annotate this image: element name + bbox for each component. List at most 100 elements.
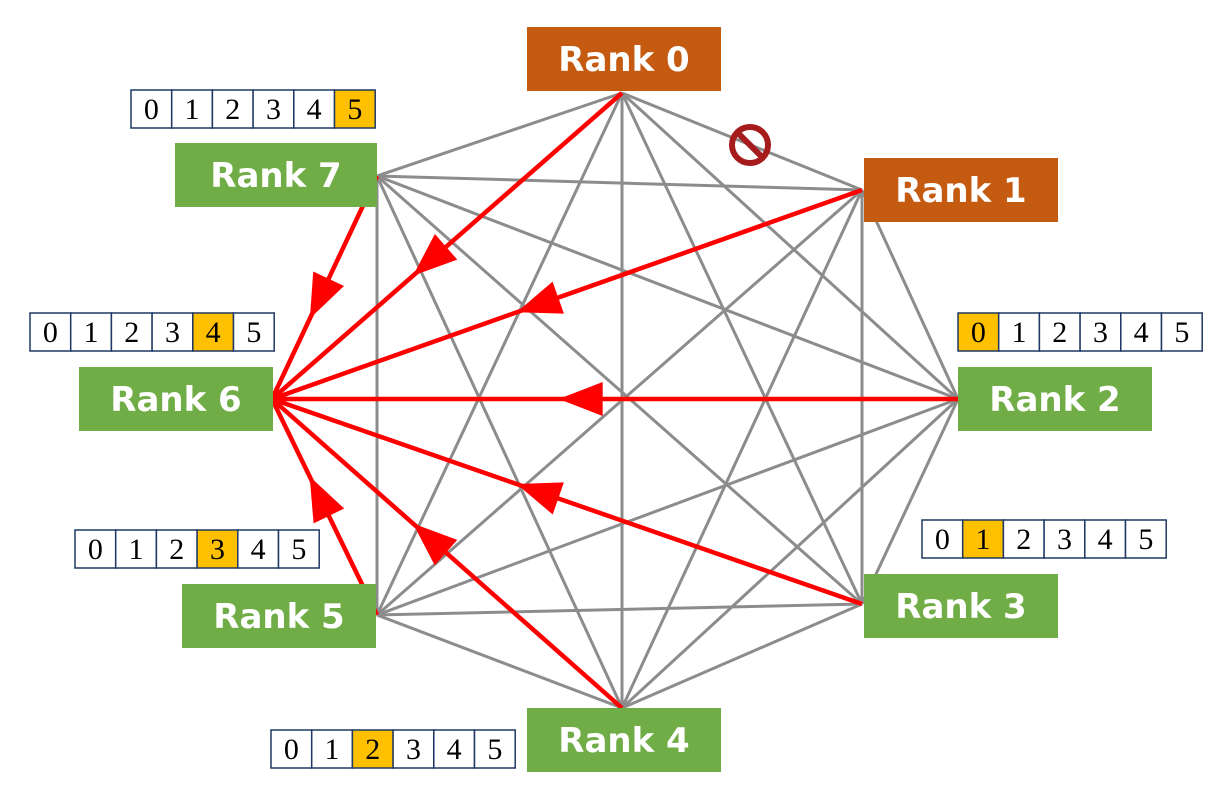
buffer-cell-label: 1 xyxy=(129,533,144,566)
mesh-link-2-3 xyxy=(860,398,960,605)
buffer-cell-label: 0 xyxy=(43,316,58,349)
buffer-cell: 0 xyxy=(957,312,1000,352)
buffer-cell: 5 xyxy=(232,312,275,352)
rank-label: Rank 4 xyxy=(558,721,689,761)
send-arrows xyxy=(269,91,958,710)
buffer-cell: 5 xyxy=(333,89,376,129)
buffer-cell: 4 xyxy=(237,529,280,569)
buffer-cell: 2 xyxy=(110,312,153,352)
buffer-cell: 4 xyxy=(192,312,235,352)
buffer-cell-label: 1 xyxy=(325,733,340,766)
arrow-rank-4-to-rank-6 xyxy=(270,397,624,710)
buffer-cell: 4 xyxy=(1084,519,1127,559)
buffer-cell: 5 xyxy=(277,529,320,569)
rank-label: Rank 0 xyxy=(558,40,689,80)
buffer-cell: 3 xyxy=(1043,519,1086,559)
blocked-link-marker xyxy=(729,124,771,166)
arrow-rank-1-to-rank-6 xyxy=(271,187,863,402)
rank-box xyxy=(79,367,273,431)
arrow-rank-2-to-rank-6 xyxy=(272,382,958,416)
buffer-cell-label: 4 xyxy=(447,733,462,766)
rank-node-6: Rank 6 xyxy=(79,367,273,431)
buffer-cell-label: 0 xyxy=(935,523,950,556)
rank-box xyxy=(527,27,721,91)
mesh-link-0-3 xyxy=(620,92,864,605)
buffer-cell: 2 xyxy=(1038,312,1081,352)
arrow-rank-3-to-rank-6 xyxy=(271,396,863,607)
mesh-link-0-7 xyxy=(376,91,623,178)
rank-node-7: Rank 7 xyxy=(175,143,377,207)
buffer-cell: 0 xyxy=(270,729,313,769)
rank-node-3: Rank 3 xyxy=(864,574,1058,638)
buffer-cell-label: 4 xyxy=(1134,316,1149,349)
mesh-link-1-4 xyxy=(620,189,864,709)
buffer-cell: 5 xyxy=(1160,312,1203,352)
buffer-cell: 2 xyxy=(211,89,254,129)
mesh-link-0-1 xyxy=(621,91,863,192)
rank-node-5: Rank 5 xyxy=(182,584,376,648)
buffer-cell: 1 xyxy=(997,312,1041,352)
buffer-cell-label: 4 xyxy=(1098,523,1113,556)
buffer-cell-label: 0 xyxy=(88,533,103,566)
buffer-cell-label: 2 xyxy=(124,316,139,349)
buffer-cell-label: 5 xyxy=(246,316,261,349)
buffer-cell-label: 5 xyxy=(1174,316,1189,349)
arrow-rank-5-to-rank-6 xyxy=(269,398,380,616)
buffer-cell: 0 xyxy=(29,312,72,352)
buffer-cell-label: 5 xyxy=(1138,523,1153,556)
buffer-cell-label: 3 xyxy=(165,316,180,349)
rank-label: Rank 7 xyxy=(210,156,341,196)
buffer-cell-label: 2 xyxy=(225,93,240,126)
mesh-link-3-5 xyxy=(376,602,863,617)
buffer-cell-label: 4 xyxy=(206,316,221,349)
buffer-cell-label: 0 xyxy=(144,93,159,126)
buffer-cell: 1 xyxy=(170,89,214,129)
buffer-cell: 3 xyxy=(252,89,295,129)
buffer-cell: 2 xyxy=(1002,519,1045,559)
rank-box xyxy=(527,708,721,772)
buffer-cell: 1 xyxy=(114,529,158,569)
buffer-cell: 5 xyxy=(1124,519,1167,559)
buffer-cell: 1 xyxy=(961,519,1005,559)
buffer-cell: 0 xyxy=(130,89,173,129)
buffer-cell-label: 2 xyxy=(1016,523,1031,556)
mesh-link-3-4 xyxy=(621,602,863,710)
rank-label: Rank 2 xyxy=(989,380,1120,420)
buffer-cell: 3 xyxy=(1079,312,1122,352)
buffer-cell-label: 3 xyxy=(1093,316,1108,349)
buffer-cell-label: 3 xyxy=(266,93,281,126)
buffer-cell: 1 xyxy=(69,312,113,352)
arrow-rank-0-to-rank-6 xyxy=(270,91,624,401)
buffer-cell: 4 xyxy=(293,89,336,129)
mesh-link-4-5 xyxy=(376,613,623,710)
buffer-cell-label: 4 xyxy=(251,533,266,566)
mesh-link-1-5 xyxy=(376,188,863,617)
buffer-cell-label: 0 xyxy=(971,316,986,349)
buffer-cell: 5 xyxy=(473,729,516,769)
mesh-link-4-7 xyxy=(375,175,624,709)
buffer-cell-label: 3 xyxy=(406,733,421,766)
mesh-link-2-7 xyxy=(376,174,959,401)
buffer-cell: 2 xyxy=(351,729,394,769)
buffer-cell: 3 xyxy=(151,312,194,352)
rank-box xyxy=(864,158,1058,222)
buffer-cell-label: 1 xyxy=(1012,316,1027,349)
arrow-rank-7-to-rank-6 xyxy=(269,175,380,400)
rank-box xyxy=(864,574,1058,638)
buffer-cell: 3 xyxy=(196,529,239,569)
buffer-cell-label: 4 xyxy=(307,93,322,126)
buffer-cell: 0 xyxy=(74,529,117,569)
buffer-cell: 2 xyxy=(155,529,198,569)
rank-node-4: Rank 4 xyxy=(527,708,721,772)
rank-box xyxy=(175,143,377,207)
mesh-link-1-7 xyxy=(376,174,863,192)
buffer-cell: 4 xyxy=(1120,312,1163,352)
mesh-link-3-7 xyxy=(376,174,863,606)
rank-box xyxy=(958,367,1152,431)
buffer-cell: 0 xyxy=(921,519,964,559)
